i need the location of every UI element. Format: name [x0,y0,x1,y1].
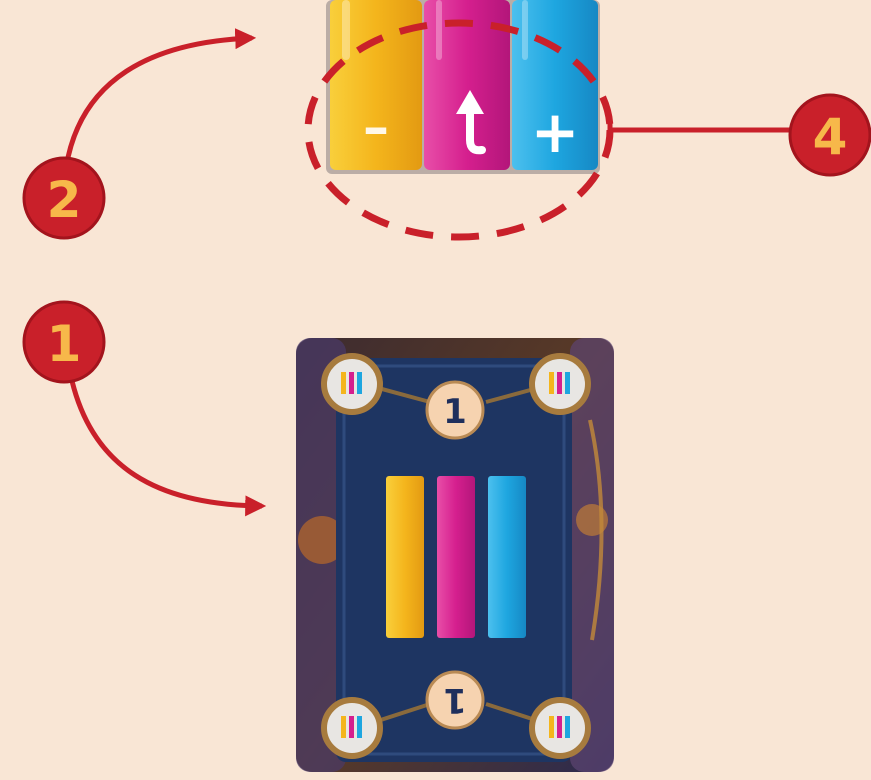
svg-text:4: 4 [813,108,848,166]
minus-icon: – [363,98,389,158]
card-top-value: 1 [427,382,483,438]
badge-two: 2 [24,158,104,238]
arrow-one [70,372,262,506]
badge-one: 1 [24,302,104,382]
card: 1 1 [296,338,614,772]
svg-text:2: 2 [47,171,82,229]
card-magenta-bar [437,476,475,638]
svg-text:1: 1 [47,315,82,373]
arrow-two [66,38,252,168]
connector-four [610,118,800,142]
three-color-bars-icon [532,700,588,756]
svg-text:1: 1 [443,392,467,432]
three-color-bars-icon [324,356,380,412]
badge-four: 4 [790,95,870,175]
card-yellow-bar [386,476,424,638]
svg-text:1: 1 [443,680,467,720]
card-cyan-bar [488,476,526,638]
three-color-bars-icon [532,356,588,412]
card-bottom-value: 1 [427,672,483,728]
plus-icon: + [531,98,580,166]
three-color-bars-icon [324,700,380,756]
